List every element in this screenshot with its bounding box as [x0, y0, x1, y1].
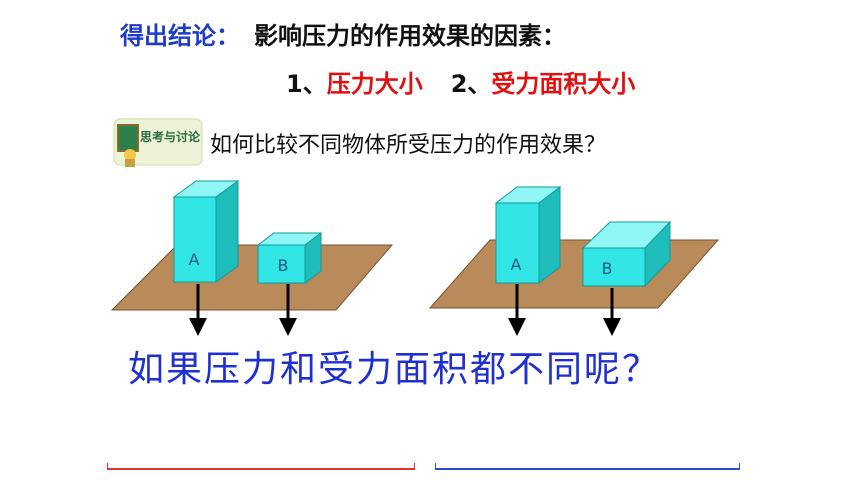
conclusion-heading: 得出结论： 影响压力的作用效果的因素： [120, 16, 566, 51]
answer-line-left [107, 463, 415, 470]
factor-1-number: 1、 [286, 70, 327, 98]
left-block-b-label: B [278, 256, 289, 275]
factor-2-text: 受力面积大小 [491, 70, 636, 98]
factor-1-text: 压力大小 [326, 70, 423, 98]
right-block-b-label: B [602, 259, 613, 278]
left-block-a: A [172, 180, 240, 283]
badge-text: 思考与讨论 [140, 129, 201, 144]
right-block-a: A [494, 185, 562, 285]
think-discuss-badge-icon: 思考与讨论 [113, 118, 203, 167]
left-block-a-label: A [189, 250, 200, 269]
left-block-b: B [256, 232, 323, 284]
right-block-a-label: A [511, 255, 522, 274]
factor-2-number: 2、 [450, 70, 492, 98]
right-block-b: B [581, 220, 672, 288]
conclusion-label: 得出结论： [120, 22, 240, 50]
answer-line-right [435, 463, 740, 470]
question-text: 如何比较不同物体所受压力的作用效果？ [210, 133, 607, 158]
left-figure: A B [110, 180, 394, 336]
right-board [428, 239, 720, 309]
conclusion-text: 影响压力的作用效果的因素： [254, 22, 566, 50]
right-figure: A B [428, 185, 720, 336]
big-question: 如果压力和受力面积都不同呢？ [128, 349, 661, 390]
left-board [110, 244, 394, 311]
factor-list: 1、压力大小 2、受力面积大小 [286, 64, 635, 99]
